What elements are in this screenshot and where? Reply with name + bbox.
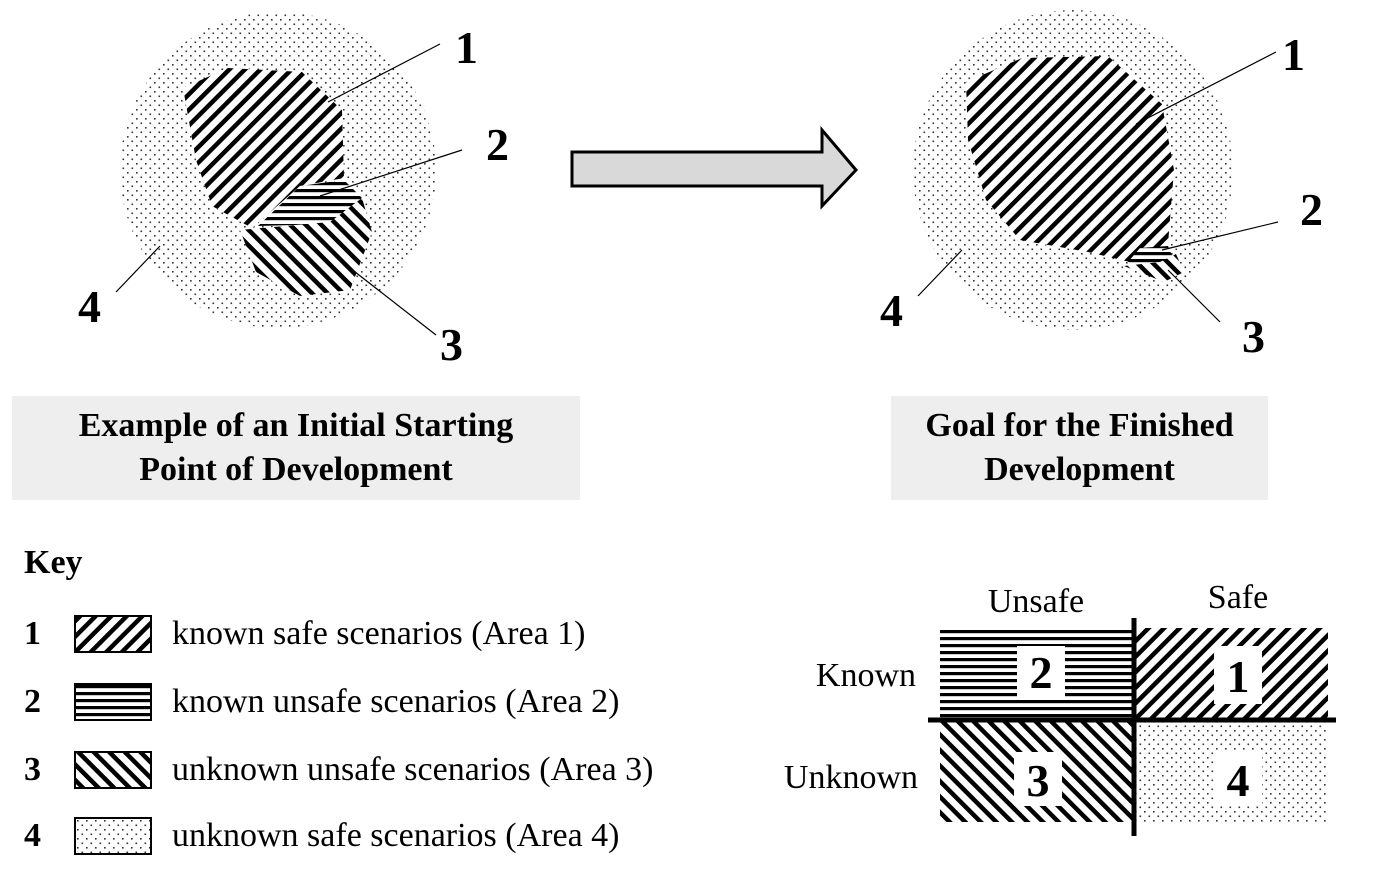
area-2-region bbox=[258, 180, 362, 226]
initial-caption-line-2: Point of Development bbox=[139, 451, 453, 488]
initial-caption-line-1: Example of an Initial Starting bbox=[78, 407, 514, 444]
cell-label-bg-3 bbox=[1014, 752, 1062, 806]
goal-caption-line-1: Goal for the Finished bbox=[925, 407, 1234, 444]
cell-label-bg-4 bbox=[1214, 752, 1262, 806]
cell-number-2: 2 bbox=[1030, 647, 1053, 698]
key-label: known safe scenarios (Area 1) bbox=[172, 615, 586, 652]
callout-1: 1 bbox=[1282, 29, 1305, 80]
key-label: unknown safe scenarios (Area 4) bbox=[172, 817, 620, 854]
area-1-region bbox=[183, 68, 344, 228]
key-number: 1 bbox=[24, 615, 41, 652]
key-label: unknown unsafe scenarios (Area 3) bbox=[172, 751, 654, 788]
cell-number-1: 1 bbox=[1227, 651, 1250, 702]
cell-label-bg-1 bbox=[1214, 646, 1262, 704]
callout-4: 4 bbox=[880, 285, 903, 336]
swatch-horizontal bbox=[74, 683, 152, 721]
row-label-known: Known bbox=[816, 657, 916, 694]
key-row-4: 4 unknown safe scenarios (Area 4) bbox=[24, 814, 620, 858]
area-3-region bbox=[240, 198, 372, 296]
col-label-safe: Safe bbox=[1208, 579, 1268, 616]
swatch-diagonal-up bbox=[74, 615, 152, 653]
goal-caption: Goal for the Finished Development bbox=[891, 396, 1268, 500]
callout-line-1 bbox=[327, 43, 441, 103]
callout-line-3 bbox=[1167, 269, 1221, 323]
goal-caption-line-2: Development bbox=[984, 451, 1175, 488]
quadrant-grid: 2 1 3 4 Unsafe Safe Known Unknown bbox=[784, 579, 1336, 836]
swatch-diagonal-down bbox=[74, 751, 152, 789]
cell-number-4: 4 bbox=[1227, 755, 1250, 806]
key-row-1: 1 known safe scenarios (Area 1) bbox=[24, 612, 586, 656]
initial-diagram: 1 2 3 4 bbox=[78, 12, 509, 370]
cell-number-3: 3 bbox=[1027, 755, 1050, 806]
callout-line-2 bbox=[1161, 221, 1279, 251]
callout-line-3 bbox=[349, 267, 437, 336]
key-label: known unsafe scenarios (Area 2) bbox=[172, 683, 620, 720]
cell-label-bg-2 bbox=[1017, 646, 1065, 700]
callout-3: 3 bbox=[440, 319, 463, 370]
initial-caption: Example of an Initial Starting Point of … bbox=[12, 396, 580, 500]
key-row-3: 3 unknown unsafe scenarios (Area 3) bbox=[24, 748, 654, 792]
key-number: 3 bbox=[24, 751, 41, 788]
callout-line-4 bbox=[917, 249, 963, 297]
row-label-unknown: Unknown bbox=[784, 759, 918, 796]
key-number: 4 bbox=[24, 817, 41, 854]
area-3-region bbox=[1124, 254, 1184, 282]
progress-arrow bbox=[570, 125, 859, 210]
callout-3: 3 bbox=[1242, 311, 1265, 362]
callout-2: 2 bbox=[486, 119, 509, 170]
goal-diagram: 1 2 3 4 bbox=[880, 10, 1323, 362]
callout-1: 1 bbox=[455, 22, 478, 73]
col-label-unsafe: Unsafe bbox=[988, 583, 1084, 620]
key-row-2: 2 known unsafe scenarios (Area 2) bbox=[24, 680, 620, 724]
callout-2: 2 bbox=[1300, 184, 1323, 235]
callout-line-1 bbox=[1135, 51, 1277, 125]
callout-line-4 bbox=[115, 245, 161, 293]
swatch-dots bbox=[74, 817, 152, 855]
key-number: 2 bbox=[24, 683, 41, 720]
key-title: Key bbox=[24, 544, 83, 581]
callout-line-2 bbox=[319, 149, 463, 197]
area-1-region bbox=[966, 56, 1174, 262]
callout-4: 4 bbox=[78, 281, 101, 332]
